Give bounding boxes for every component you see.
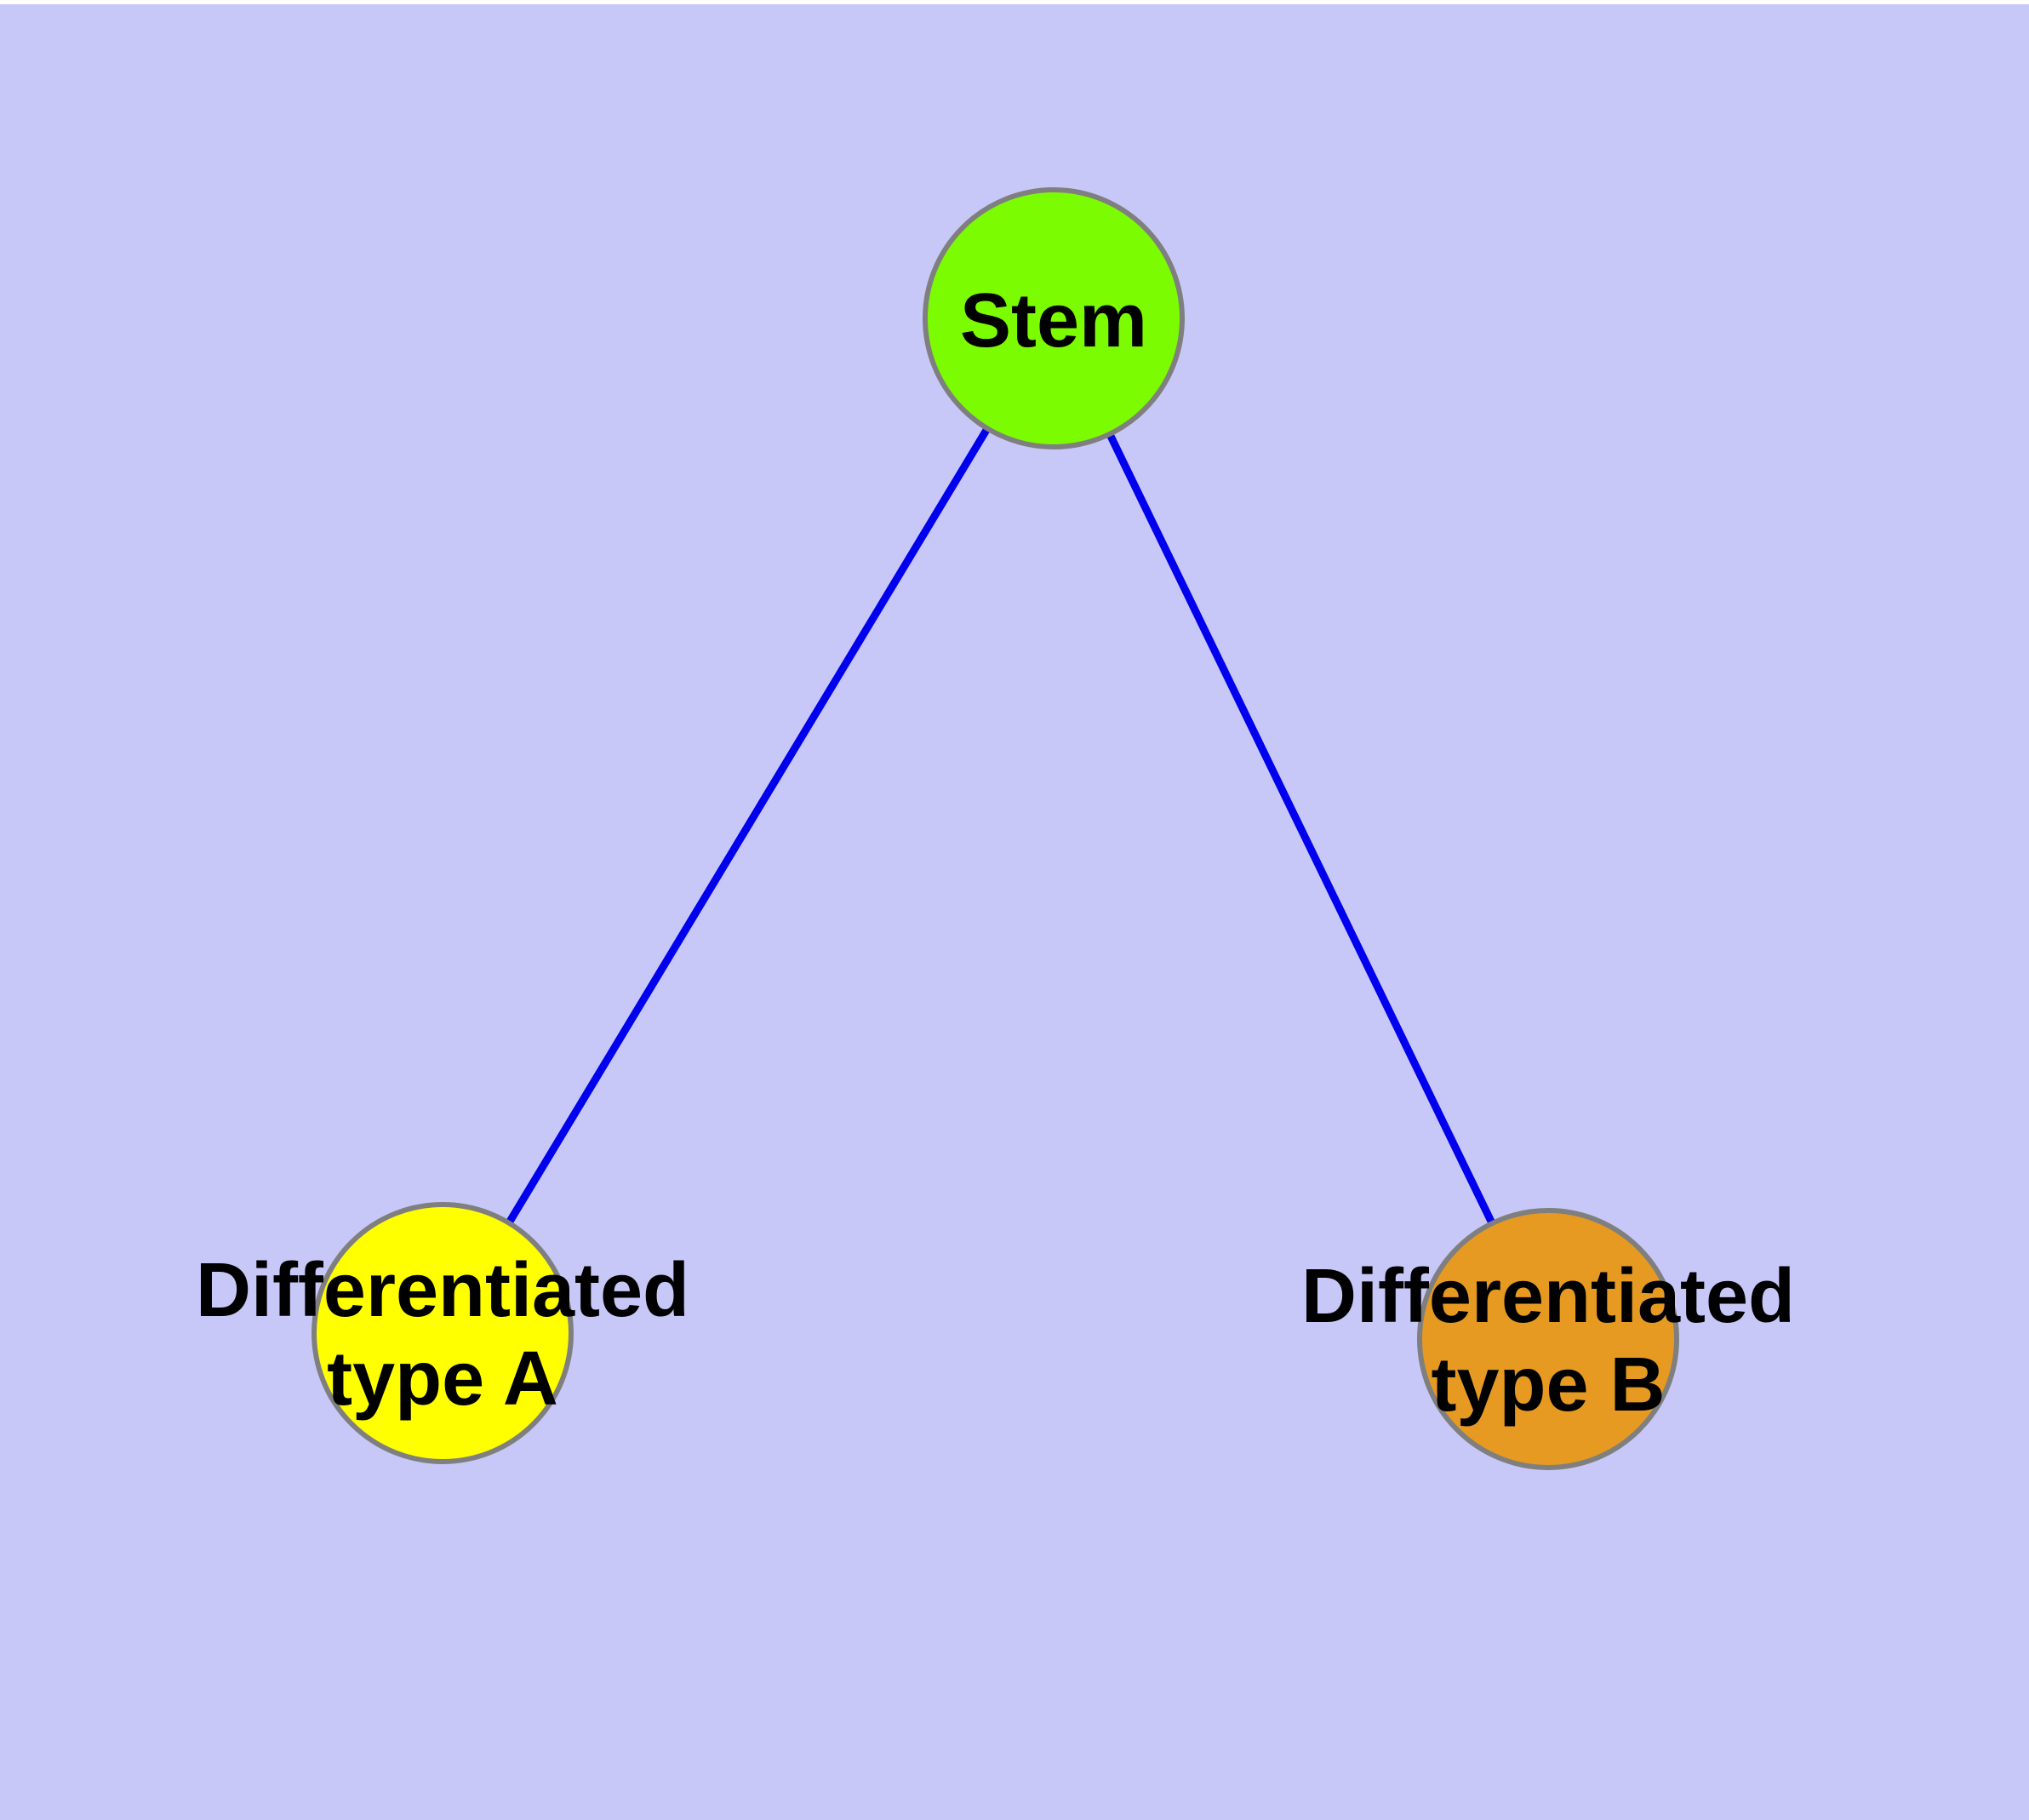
top-border-strip [0,0,2029,4]
edge-stem-to-differentiated-type-a [439,316,1057,1336]
node-stem [923,187,1185,449]
node-differentiated-type-b [1417,1208,1679,1470]
node-label-differentiated-type-a-line2: type A [327,1336,558,1422]
node-differentiated-type-a [311,1202,574,1464]
node-label-differentiated-type-b-line1: Differentiated [1301,1254,1795,1339]
node-label-stem: Stem [960,278,1147,363]
node-label-differentiated-type-b-line2: type B [1431,1342,1665,1428]
node-label-differentiated-type-a-line1: Differentiated [196,1248,689,1333]
edge-stem-to-differentiated-type-b [1049,317,1552,1341]
